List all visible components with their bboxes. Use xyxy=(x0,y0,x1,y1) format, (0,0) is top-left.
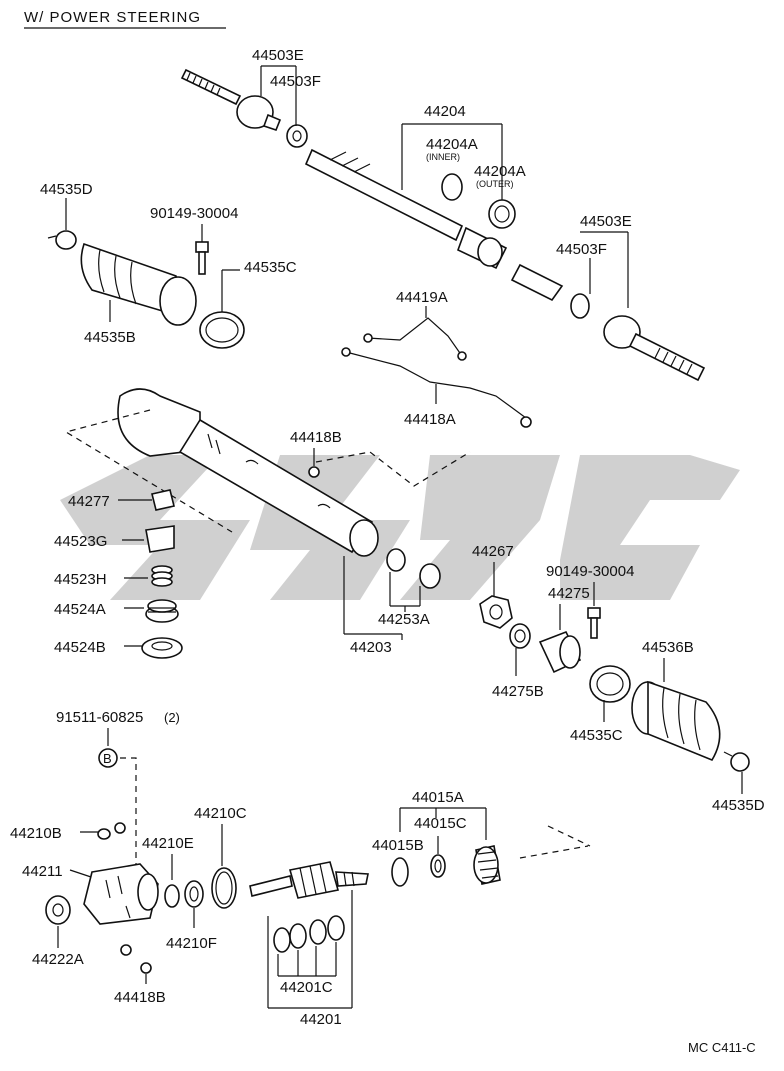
cap-44418B-mid xyxy=(308,466,320,478)
label-91511: 91511-60825 xyxy=(56,709,143,726)
label-44524A: 44524A xyxy=(54,601,106,618)
label-44523H: 44523H xyxy=(54,571,107,588)
o-ring-44015B xyxy=(391,857,409,887)
bearing-44015A xyxy=(473,845,501,885)
label-44535C-top: 44535C xyxy=(244,259,297,276)
rack-housing xyxy=(117,388,379,557)
nut-44267 xyxy=(479,595,513,629)
spring-cap-44277 xyxy=(151,489,175,511)
bolt-90149-right xyxy=(587,607,601,639)
label-44418A: 44418A xyxy=(404,411,456,428)
pressure-tube-44418A xyxy=(341,347,532,428)
label-44503F-right: 44503F xyxy=(556,241,607,258)
washer-44275B xyxy=(509,623,531,649)
label-44015C: 44015C xyxy=(414,815,467,832)
rack-boot-right xyxy=(631,680,721,761)
rack-boot-left xyxy=(80,242,197,326)
label-44275: 44275 xyxy=(548,585,590,602)
label-44503E-top: 44503E xyxy=(252,47,304,64)
label-44015B: 44015B xyxy=(372,837,424,854)
tie-rod-end-right xyxy=(603,315,706,382)
label-44222A: 44222A xyxy=(32,951,84,968)
clamp-44535C-right xyxy=(589,665,631,703)
clamp-44535C-top xyxy=(199,311,245,349)
cap-44418B-upper xyxy=(120,944,132,956)
label-91511-qty: (2) xyxy=(164,710,180,725)
label-44536B: 44536B xyxy=(642,639,694,656)
label-44204A-outer: 44204A xyxy=(474,163,526,180)
lock-nut-44524B xyxy=(141,637,183,659)
label-44210C: 44210C xyxy=(194,805,247,822)
label-44201C: 44201C xyxy=(280,979,333,996)
label-44523G: 44523G xyxy=(54,533,107,550)
seal-44015C xyxy=(430,854,446,878)
cap-44210B xyxy=(97,822,126,840)
label-44524B: 44524B xyxy=(54,639,106,656)
label-90149-right: 90149-30004 xyxy=(546,563,634,580)
cap-44418B-bottom xyxy=(140,962,152,974)
label-44267: 44267 xyxy=(472,543,514,560)
spring-44523H xyxy=(151,565,173,587)
steering-rack xyxy=(304,148,564,302)
clip-44535D-right xyxy=(723,751,750,772)
label-44211: 44211 xyxy=(22,863,63,880)
label-44015A: 44015A xyxy=(412,789,464,806)
valve-housing-44211 xyxy=(83,863,159,925)
pressure-tube-44419A xyxy=(363,317,467,361)
label-44535D-top: 44535D xyxy=(40,181,93,198)
bolt-90149-top xyxy=(195,241,209,275)
bushing-44275 xyxy=(538,630,582,674)
bushing-inner xyxy=(441,173,463,201)
bolt-B: B xyxy=(98,748,118,768)
label-44210E: 44210E xyxy=(142,835,194,852)
lock-washer-right xyxy=(570,293,590,319)
spring-cap-44524A xyxy=(145,599,179,623)
bushing-outer xyxy=(488,199,516,229)
label-44535B: 44535B xyxy=(84,329,136,346)
label-B: B xyxy=(103,751,112,766)
label-44535D-right: 44535D xyxy=(712,797,765,814)
label-44204: 44204 xyxy=(424,103,466,120)
lock-washer-left xyxy=(286,124,308,148)
label-inner: (INNER) xyxy=(426,152,460,162)
label-44253A: 44253A xyxy=(378,611,430,628)
label-44204A-inner: 44204A xyxy=(426,136,478,153)
rack-guide-44523G xyxy=(145,525,175,553)
label-44210B: 44210B xyxy=(10,825,62,842)
label-44503F-top: 44503F xyxy=(270,73,321,90)
diagram-title: W/ POWER STEERING xyxy=(24,9,201,26)
seal-44210E xyxy=(164,884,180,908)
label-outer: (OUTER) xyxy=(476,179,514,189)
label-44535C-right: 44535C xyxy=(570,727,623,744)
label-44418B-mid: 44418B xyxy=(290,429,342,446)
label-44275B: 44275B xyxy=(492,683,544,700)
label-44418B-bottom: 44418B xyxy=(114,989,166,1006)
label-44277: 44277 xyxy=(68,493,110,510)
label-44210F: 44210F xyxy=(166,935,217,952)
control-valve-shaft-44201 xyxy=(249,861,369,899)
tie-rod-end-left xyxy=(180,68,282,131)
diagram-code: MC C411-C xyxy=(688,1040,756,1055)
label-44201: 44201 xyxy=(300,1011,342,1028)
label-44503E-right: 44503E xyxy=(580,213,632,230)
seal-44210F xyxy=(184,880,204,908)
label-44203: 44203 xyxy=(350,639,392,656)
dust-cover-44222A xyxy=(45,895,71,925)
seal-44253A xyxy=(386,548,441,589)
label-44419A: 44419A xyxy=(396,289,448,306)
seal-rings-44201C xyxy=(273,915,345,953)
o-ring-44210C xyxy=(211,867,237,909)
label-90149-top: 90149-30004 xyxy=(150,205,238,222)
clip-44535D-left xyxy=(47,230,77,250)
